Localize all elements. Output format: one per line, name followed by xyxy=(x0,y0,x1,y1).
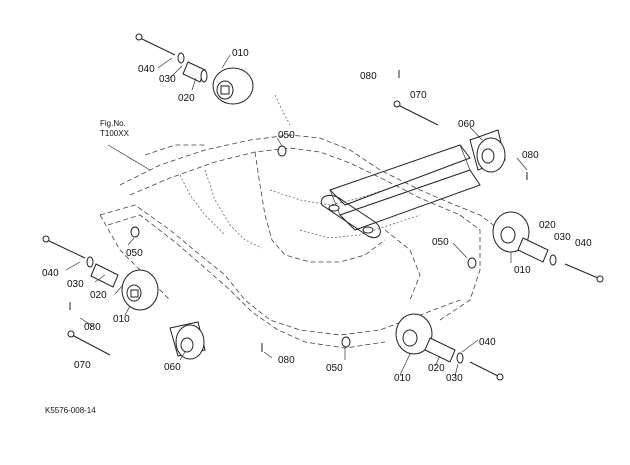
reference-code: K5576-008-14 xyxy=(45,406,96,415)
label-020-right: 020 xyxy=(539,220,556,231)
label-010-lower-right: 010 xyxy=(394,373,411,384)
label-070-upper: 070 xyxy=(410,90,427,101)
label-040-right: 040 xyxy=(575,238,592,249)
track-frame-outline xyxy=(99,94,501,349)
fig-note-line1: Fig.No. xyxy=(100,119,126,128)
label-050-lower: 050 xyxy=(326,363,343,374)
label-080-lower: 080 xyxy=(278,355,295,366)
label-040-lower-right: 040 xyxy=(479,337,496,348)
fig-note-line2: T100XX xyxy=(100,129,130,138)
roller-shaft-bracket xyxy=(320,144,481,238)
label-020-left: 020 xyxy=(90,290,107,301)
part-labels: 010 040 030 020 080 070 060 080 050 050 … xyxy=(42,48,592,384)
roller-assembly-upper-left xyxy=(135,33,254,105)
label-030-left: 030 xyxy=(67,279,84,290)
roller-assembly-right xyxy=(467,211,604,283)
label-020-upper-left: 020 xyxy=(178,93,195,104)
label-080-upper: 080 xyxy=(360,71,377,82)
label-060-lower: 060 xyxy=(164,362,181,373)
roller-assembly-lower-left xyxy=(67,302,263,360)
roller-assembly-upper-right xyxy=(393,70,528,180)
label-010-right: 010 xyxy=(514,265,531,276)
label-040-left: 040 xyxy=(42,268,59,279)
label-020-lower-right: 020 xyxy=(428,363,445,374)
label-070-left: 070 xyxy=(74,360,91,371)
label-010-upper-left: 010 xyxy=(232,48,249,59)
label-060-upper: 060 xyxy=(458,119,475,130)
label-050-right: 050 xyxy=(432,237,449,248)
label-080-left: 080 xyxy=(84,322,101,333)
roller-assembly-lower-right xyxy=(277,145,504,381)
label-010-left: 010 xyxy=(113,314,130,325)
label-050-upper: 050 xyxy=(278,130,295,141)
label-030-upper-left: 030 xyxy=(159,74,176,85)
label-030-right: 030 xyxy=(554,232,571,243)
label-050-left: 050 xyxy=(126,248,143,259)
label-040-upper-left: 040 xyxy=(138,64,155,75)
label-030-lower-right: 030 xyxy=(446,373,463,384)
label-080-right: 080 xyxy=(522,150,539,161)
leader-lines xyxy=(65,54,528,377)
